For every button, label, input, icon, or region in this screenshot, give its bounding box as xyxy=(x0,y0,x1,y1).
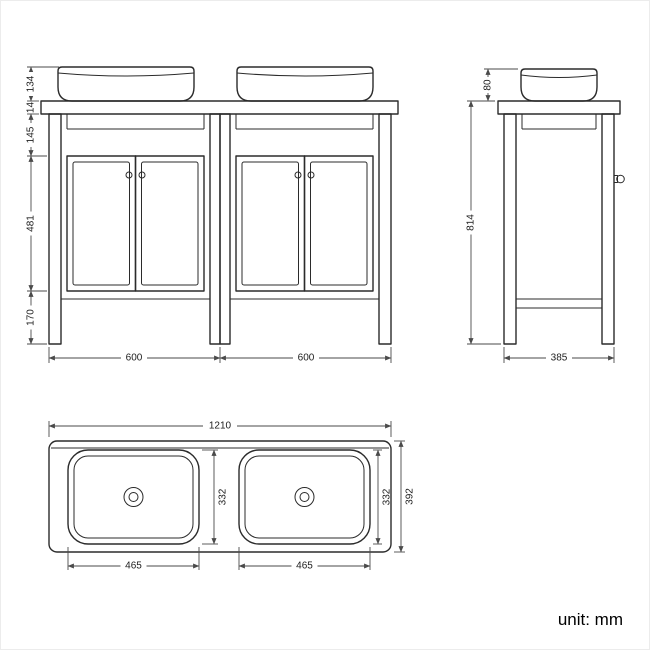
side-basin xyxy=(520,68,598,102)
plan-basin-left xyxy=(67,449,200,545)
dim-left-basin-width: 465 xyxy=(125,561,142,572)
top-view: 1210 332 332 392 465 46 xyxy=(48,420,416,572)
dim-cabinet-depth: 385 xyxy=(551,353,568,364)
plan-basin-right xyxy=(238,449,371,545)
dim-cabinet-height: 814 xyxy=(466,214,477,231)
dim-leg-height: 170 xyxy=(26,309,37,326)
front-dimension-chain: 134 14 145 481 170 xyxy=(25,66,59,345)
drain-icon xyxy=(123,487,144,507)
side-door-knob xyxy=(613,174,625,184)
dim-counter-depth: 392 xyxy=(405,488,416,505)
front-basin-right xyxy=(236,66,374,102)
front-doors-left-unit xyxy=(66,155,205,292)
drain-icon xyxy=(294,487,315,507)
dim-total-width: 1210 xyxy=(209,421,232,432)
front-countertop xyxy=(40,100,399,115)
side-view: 80 814 385 xyxy=(465,68,625,364)
dim-countertop-thickness: 14 xyxy=(26,102,37,114)
dim-door-height: 481 xyxy=(26,215,37,232)
front-basin-left xyxy=(57,66,195,102)
door-knob xyxy=(307,171,315,179)
side-stretcher xyxy=(515,298,603,309)
dim-left-basin-depth: 332 xyxy=(218,488,229,505)
plan-dimensions: 1210 332 332 392 465 46 xyxy=(48,420,416,572)
door-knob xyxy=(138,171,146,179)
side-dimensions: 80 814 385 xyxy=(465,68,615,364)
door-knob xyxy=(294,171,302,179)
side-countertop xyxy=(497,100,621,115)
unit-label: unit: mm xyxy=(558,610,623,629)
front-legs xyxy=(48,113,392,345)
dim-right-unit-width: 600 xyxy=(298,353,315,364)
dim-apron-height: 145 xyxy=(26,126,37,143)
dim-left-unit-width: 600 xyxy=(126,353,143,364)
drain-icon xyxy=(128,492,139,502)
dim-basin-rim-height: 80 xyxy=(483,79,494,91)
plan-countertop xyxy=(48,440,392,553)
drain-icon xyxy=(299,492,310,502)
dim-right-basin-width: 465 xyxy=(296,561,313,572)
dim-right-basin-depth: 332 xyxy=(382,488,393,505)
side-legs xyxy=(503,113,615,345)
front-doors-right-unit xyxy=(235,155,374,292)
dim-basin-height: 134 xyxy=(26,75,37,92)
front-width-dimensions: 600 600 xyxy=(48,347,392,364)
door-knob xyxy=(125,171,133,179)
side-apron xyxy=(521,114,597,130)
front-apron xyxy=(66,114,374,130)
front-view: 134 14 145 481 170 600 600 xyxy=(25,66,399,364)
